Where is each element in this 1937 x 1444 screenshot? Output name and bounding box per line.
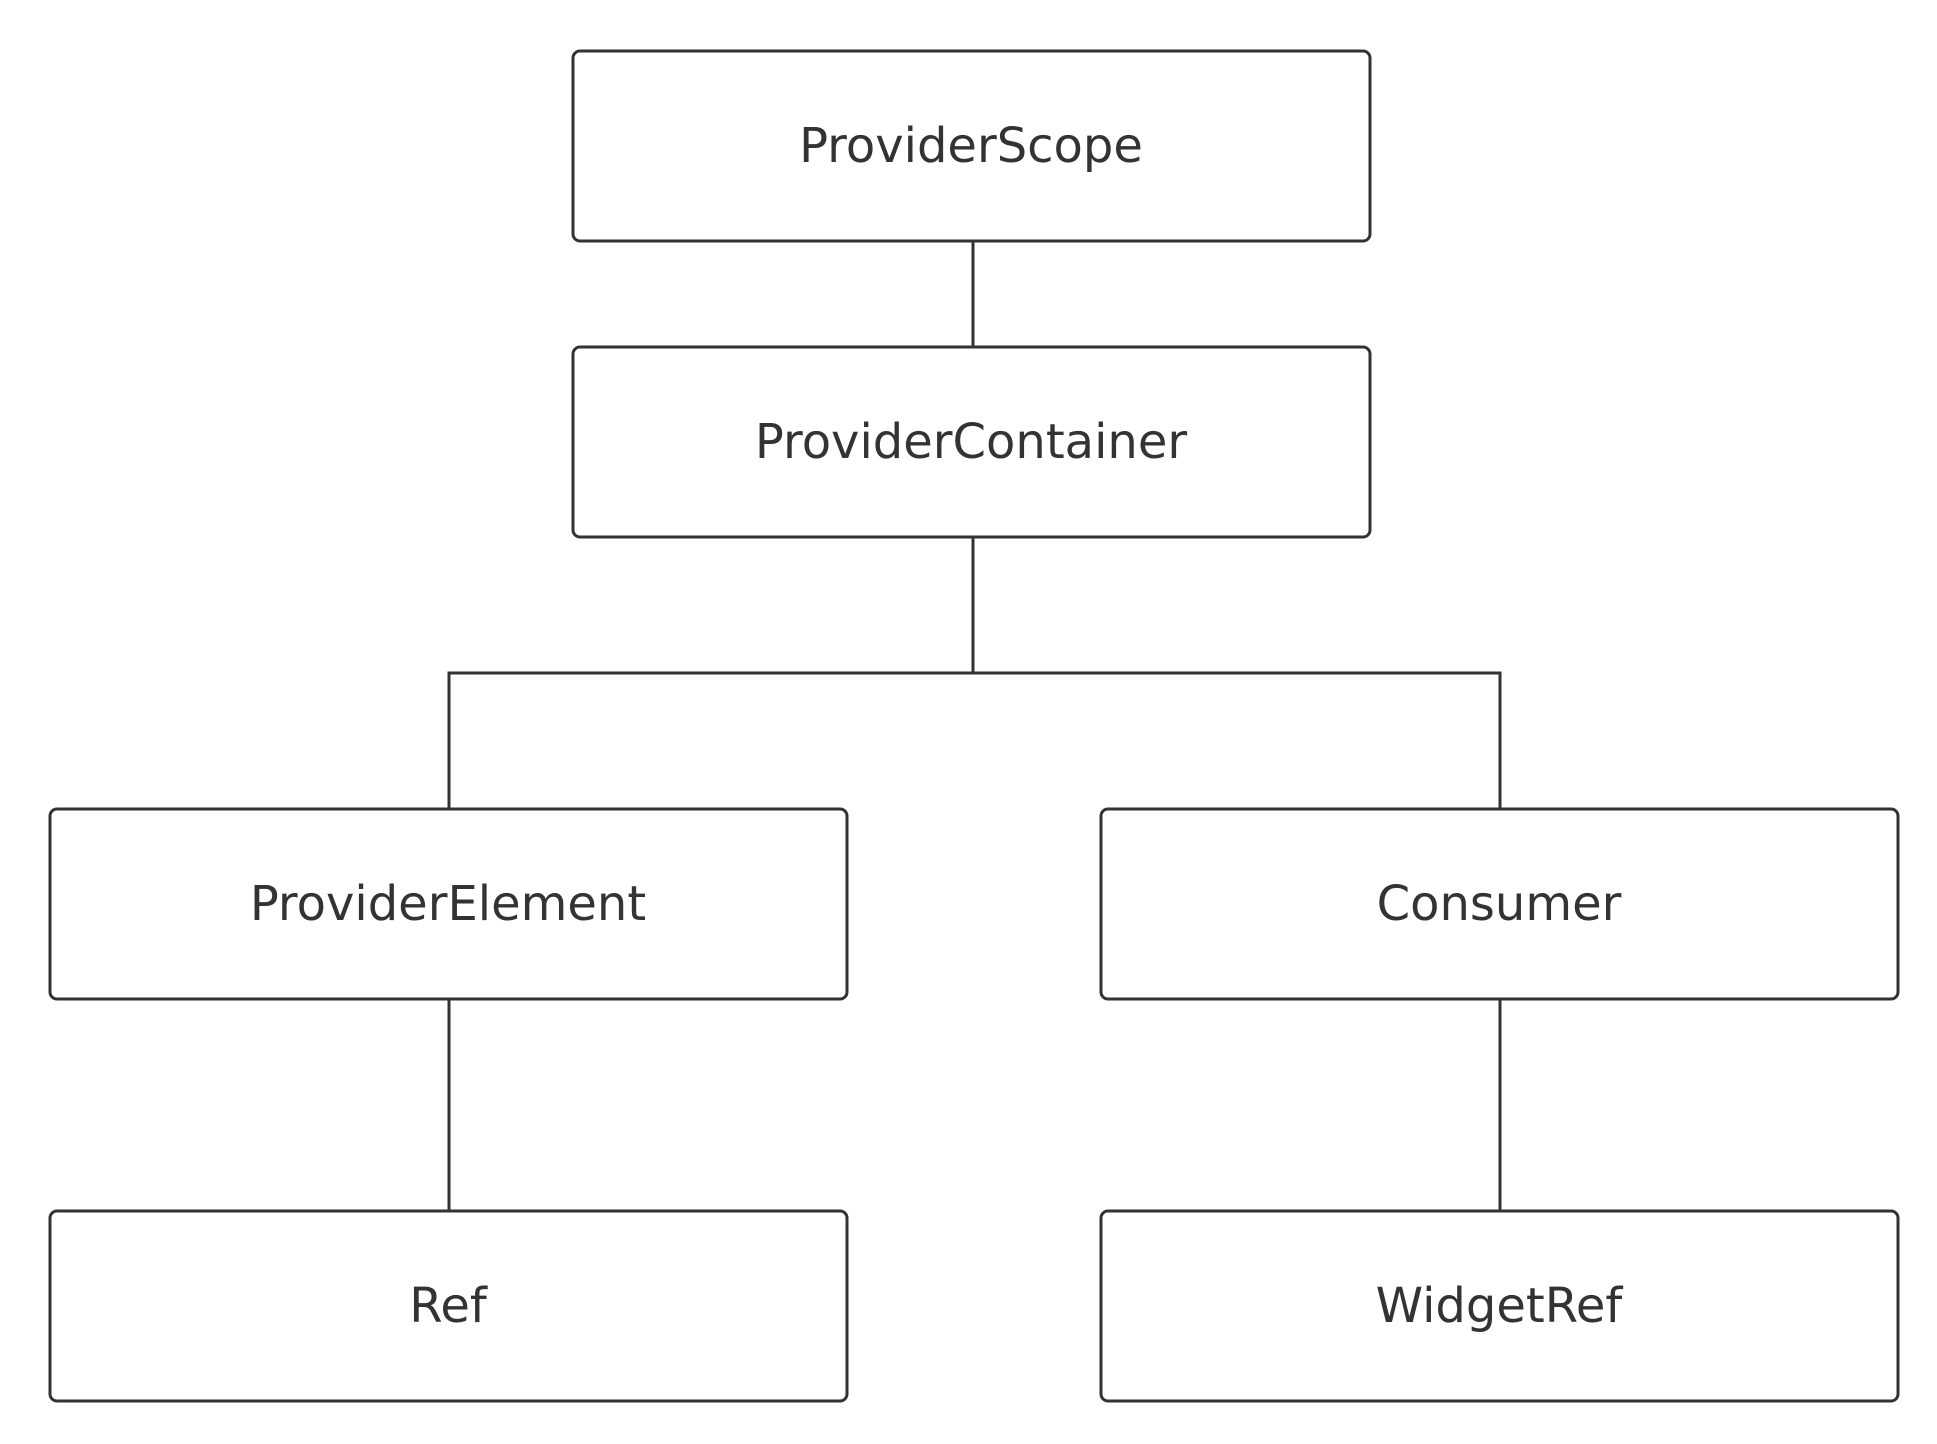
node-ref: Ref <box>48 1209 849 1403</box>
node-provider-scope: ProviderScope <box>571 49 1372 243</box>
edge-provider-container-to-consumer <box>973 671 1502 809</box>
edge-provider-container-to-provider-element <box>447 537 975 809</box>
node-label: Ref <box>409 1278 488 1334</box>
node-label: ProviderElement <box>250 876 646 932</box>
node-label: ProviderContainer <box>755 414 1187 470</box>
node-provider-element: ProviderElement <box>48 807 849 1001</box>
node-label: Consumer <box>1377 876 1622 932</box>
node-box <box>48 807 849 1001</box>
node-widget-ref: WidgetRef <box>1099 1209 1900 1403</box>
node-box <box>1099 807 1900 1001</box>
node-box <box>571 49 1372 243</box>
node-label: WidgetRef <box>1376 1278 1624 1334</box>
node-label: ProviderScope <box>799 118 1143 174</box>
node-consumer: Consumer <box>1099 807 1900 1001</box>
node-box <box>571 345 1372 539</box>
connectors <box>447 241 1502 1211</box>
node-box <box>48 1209 849 1403</box>
node-provider-container: ProviderContainer <box>571 345 1372 539</box>
node-box <box>1099 1209 1900 1403</box>
